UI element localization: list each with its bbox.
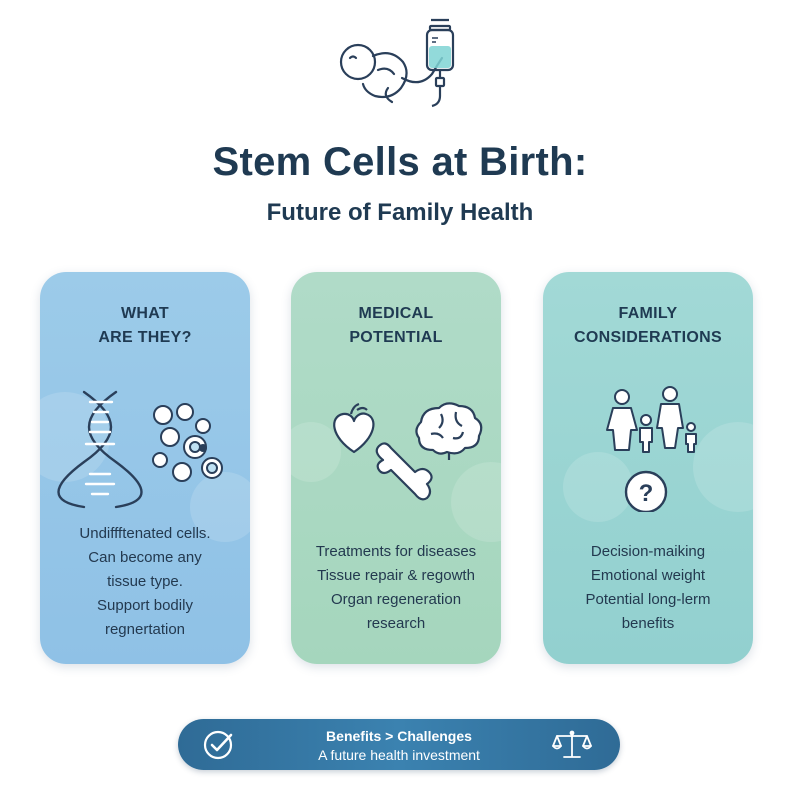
card-body: Undiffftenated cells. Can become any tis… (79, 525, 211, 638)
heart-icon (333, 402, 375, 454)
family-icon (606, 386, 697, 453)
brain-icon (415, 402, 483, 460)
baby-iv-bag-icon (339, 18, 455, 108)
card-body: Treatments for diseases Tissue repair & … (315, 543, 477, 632)
card-family-considerations: FAMILY CONSIDERATIONS ? Decision-maiking… (543, 272, 753, 664)
cells-icon (152, 403, 223, 482)
svg-text:?: ? (639, 480, 654, 507)
balance-scale-icon (552, 730, 592, 758)
card-body: Decision-maiking Emotional weight Potent… (585, 543, 711, 632)
page-title: Stem Cells at Birth: (212, 140, 588, 184)
page-subtitle: Future of Family Health (266, 199, 534, 226)
footer-banner: Benefits > Challenges A future health in… (178, 719, 620, 770)
checkmark-icon (203, 730, 233, 760)
bone-icon (375, 442, 433, 501)
card-medical-potential: MEDICAL POTENTIAL Treatments for disease… (291, 272, 501, 664)
question-icon: ? (624, 470, 668, 512)
card-heading: MEDICAL POTENTIAL (349, 305, 443, 346)
card-what-are-they: WHAT ARE THEY? Undiffftenated cells. Can… (40, 272, 250, 664)
card-heading: WHAT ARE THEY? (98, 305, 192, 346)
card-heading: FAMILY CONSIDERATIONS (574, 305, 722, 346)
dna-helix-icon (57, 390, 143, 509)
footer-headline: Benefits > Challenges (326, 728, 472, 744)
footer-subline: A future health investment (318, 747, 480, 763)
